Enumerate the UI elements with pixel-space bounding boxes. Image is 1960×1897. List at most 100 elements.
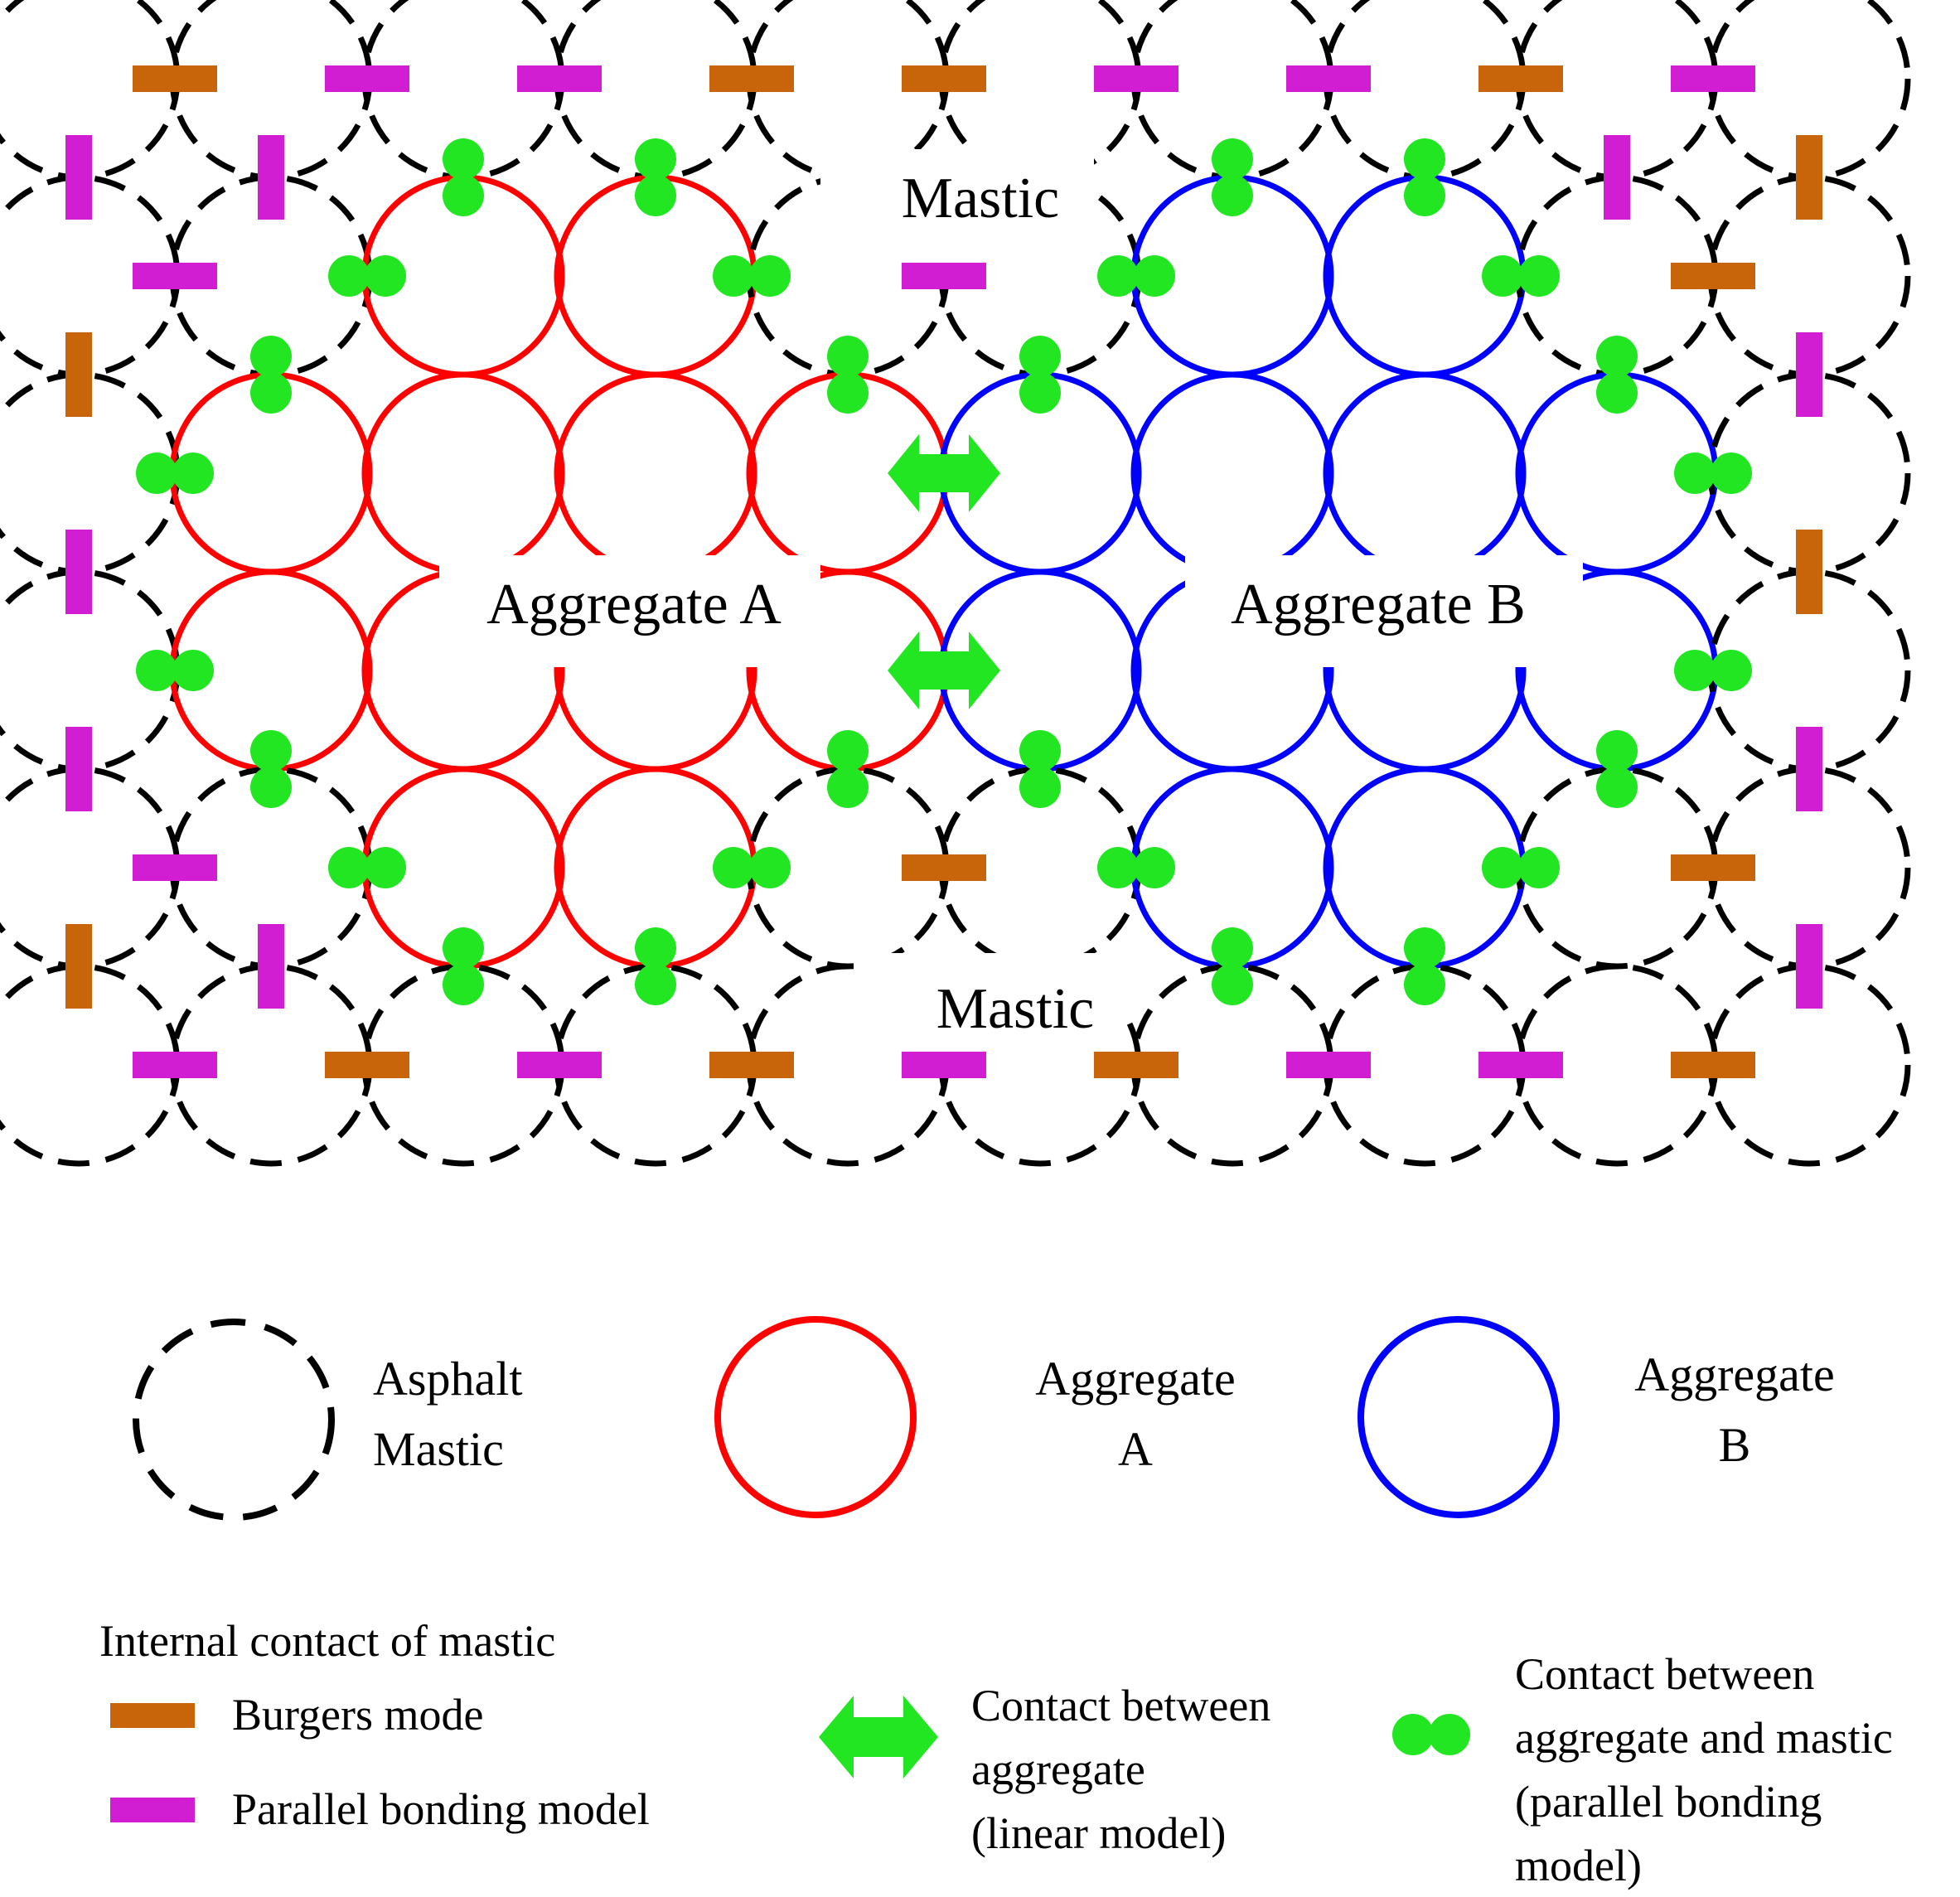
parallel-bond	[902, 1052, 986, 1078]
parallel-bond	[65, 530, 92, 614]
parallel-bond	[902, 263, 986, 289]
agg-mastic-contact-dot	[250, 372, 292, 414]
agg-mastic-contact-dot	[1212, 927, 1253, 969]
aggregate-contact-arrow	[888, 434, 1000, 512]
agg-mastic-contact-dot	[1019, 372, 1061, 414]
parallel-bond	[133, 854, 217, 881]
agg-mastic-contact-dot	[1019, 336, 1061, 377]
legend-parallel-label: Parallel bonding model	[232, 1784, 650, 1834]
agg-mastic-contact-dot	[365, 255, 406, 297]
legend-agg-a-line2: A	[1118, 1422, 1153, 1476]
agg-mastic-contact-dot	[749, 255, 791, 297]
agg-mastic-contact-dot	[635, 138, 676, 180]
agg-mastic-contact-dot	[1674, 650, 1716, 691]
agg-mastic-contact-dot	[172, 452, 214, 494]
label-backgrounds	[439, 149, 1583, 1069]
agg-mastic-contact-dot	[1212, 138, 1253, 180]
legend-aggmastic-line2: aggregate and mastic	[1515, 1713, 1893, 1763]
burgers-bond	[902, 854, 986, 881]
bond-layer	[65, 65, 1822, 1078]
legend-linear-line2: aggregate	[971, 1745, 1145, 1794]
legend-particles: Asphalt Mastic Aggregate A Aggregate B	[133, 1316, 1835, 1521]
parallel-bond	[517, 65, 602, 92]
agg-mastic-contact-dot	[1596, 730, 1638, 772]
agg-mastic-contact-dot	[1518, 255, 1560, 297]
aggregate-a-particle	[361, 371, 565, 575]
burgers-bond	[133, 65, 217, 92]
legend-agg-b-line2: B	[1719, 1418, 1751, 1472]
agg-mastic-contact-dot	[136, 452, 177, 494]
agg-mastic-contact-dot	[1404, 138, 1445, 180]
agg-mastic-contact-dot	[443, 964, 484, 1005]
parallel-bond	[65, 135, 92, 220]
agg-mastic-contact-dot	[1674, 452, 1716, 494]
parallel-bond	[133, 1052, 217, 1078]
agg-mastic-contact-dot	[1097, 847, 1139, 888]
aggregate-a-swatch	[714, 1316, 917, 1518]
agg-mastic-contact-dot	[713, 847, 754, 888]
agg-mastic-contact-dot	[1212, 964, 1253, 1005]
burgers-swatch	[110, 1703, 195, 1728]
aggregate-b-label: Aggregate B	[1231, 573, 1526, 636]
agg-mastic-contact-dot	[827, 767, 869, 808]
parallel-bond	[133, 263, 217, 289]
agg-mastic-contact-dot	[1596, 372, 1638, 414]
agg-mastic-contact-dot	[328, 847, 370, 888]
agg-mastic-contact-dot	[1482, 255, 1523, 297]
burgers-bond	[325, 1052, 409, 1078]
agg-mastic-contact-dot	[1711, 650, 1752, 691]
agg-mastic-contact-dot	[1404, 175, 1445, 216]
burgers-bond	[902, 65, 986, 92]
agg-mastic-contact-dot	[172, 650, 214, 691]
diagram-labels: Mastic Mastic Aggregate A Aggregate B	[486, 167, 1526, 1041]
aggregate-b-particle	[1130, 371, 1334, 575]
agg-mastic-contact-dot	[635, 964, 676, 1005]
agg-mastic-contact-dot	[328, 255, 370, 297]
mastic-bottom-label: Mastic	[936, 977, 1095, 1041]
legend-burgers-label: Burgers mode	[232, 1690, 483, 1740]
aggregate-contact-arrow	[888, 632, 1000, 709]
legend-linear-line1: Contact between	[971, 1681, 1270, 1730]
agg-mastic-contact-dot	[1019, 767, 1061, 808]
parallel-bond	[325, 65, 409, 92]
aggregate-a-label: Aggregate A	[486, 573, 782, 636]
legend-mastic-line2: Mastic	[373, 1422, 504, 1476]
burgers-bond	[65, 924, 92, 1009]
legend-dot	[1392, 1714, 1434, 1755]
agg-mastic-contact-dot	[443, 138, 484, 180]
mastic-top-label: Mastic	[902, 167, 1060, 230]
agg-mastic-contact-dot	[1134, 847, 1175, 888]
agg-mastic-contact-dot	[1019, 730, 1061, 772]
parallel-bond	[258, 924, 284, 1009]
parallel-swatch	[110, 1798, 195, 1822]
parallel-bond	[258, 135, 284, 220]
agg-mastic-contact-dot	[1518, 847, 1560, 888]
agg-mastic-contact-dot	[1212, 175, 1253, 216]
linear-contact-arrow-icon	[819, 1696, 938, 1778]
parallel-bond	[1796, 924, 1822, 1009]
parallel-bond	[65, 727, 92, 811]
agg-mastic-contact-dot	[1596, 767, 1638, 808]
agg-mastic-contact-dot	[250, 730, 292, 772]
agg-mastic-contact-dot	[1404, 927, 1445, 969]
agg-mastic-contact-dot	[827, 730, 869, 772]
legend-agg-b-line1: Aggregate	[1634, 1348, 1835, 1401]
parallel-bond	[1671, 65, 1755, 92]
legend-contacts: Internal contact of mastic Burgers mode …	[99, 1616, 1893, 1890]
parallel-bond	[1094, 65, 1178, 92]
legend-aggmastic-line3: (parallel bonding	[1515, 1777, 1822, 1827]
agg-mastic-contact-dot	[1596, 336, 1638, 377]
legend-agg-a-line1: Aggregate	[1035, 1352, 1236, 1406]
agg-mastic-contact-dot	[1097, 255, 1139, 297]
legend-mastic-line1: Asphalt	[373, 1352, 522, 1406]
legend-aggmastic-line1: Contact between	[1515, 1649, 1814, 1699]
agg-mastic-contact-dot	[635, 175, 676, 216]
burgers-bond	[1796, 530, 1822, 614]
burgers-bond	[1094, 1052, 1178, 1078]
asphalt-mastic-swatch	[133, 1319, 335, 1521]
agg-mastic-contact-dot	[365, 847, 406, 888]
burgers-bond	[1796, 135, 1822, 220]
parallel-bond	[1604, 135, 1630, 220]
agg-mastic-contact-dot	[136, 650, 177, 691]
